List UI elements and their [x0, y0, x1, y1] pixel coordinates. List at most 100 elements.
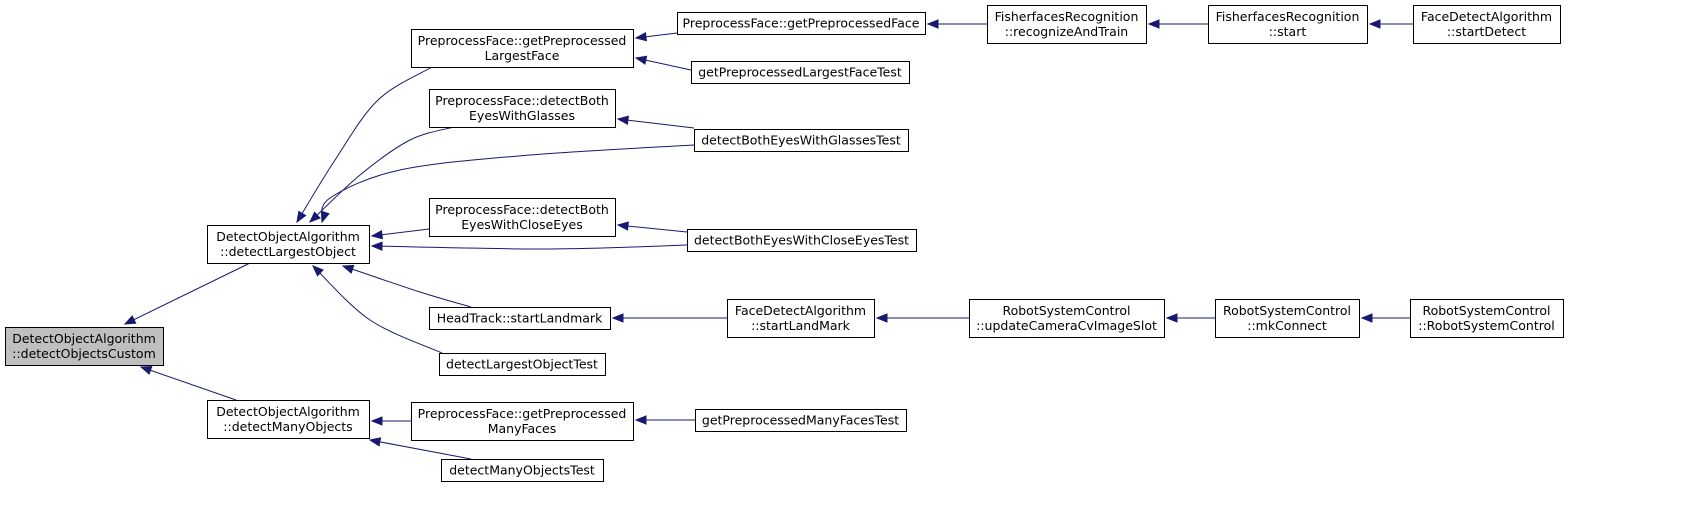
- node-label-line: PreprocessFace::getPreprocessedFace: [683, 16, 920, 31]
- node-preprocessface-getpreprocessedlargestface[interactable]: PreprocessFace::getPreprocessedLargestFa…: [411, 29, 634, 68]
- node-box: [727, 299, 875, 338]
- arrowhead: [368, 437, 382, 447]
- node-label-line: getPreprocessedManyFacesTest: [702, 413, 899, 428]
- node-detectbotheyeswithglassestest[interactable]: detectBothEyesWithGlassesTest: [694, 129, 909, 152]
- node-box: [987, 5, 1147, 44]
- arrowhead: [1360, 313, 1373, 323]
- edge-n3-to-n1: [296, 66, 433, 224]
- node-detectmanyobjectstest[interactable]: detectManyObjectsTest: [441, 459, 604, 482]
- node-box: [691, 61, 910, 84]
- node-preprocessface-getpreprocessedmanyfaces[interactable]: PreprocessFace::getPreprocessedManyFaces: [411, 402, 634, 441]
- node-box: [429, 198, 616, 237]
- node-detectobjectalgorithm-detectmanyobjects[interactable]: DetectObjectAlgorithm::detectManyObjects: [207, 400, 370, 439]
- edge-n21-to-n19: [1360, 313, 1410, 323]
- node-label-line: EyesWithCloseEyes: [461, 217, 582, 232]
- node-label-line: HeadTrack::startLandmark: [437, 311, 603, 326]
- arrowhead: [320, 210, 330, 224]
- node-facedetectalgorithm-startdetect[interactable]: FaceDetectAlgorithm::startDetect: [1413, 5, 1561, 44]
- arrowhead: [616, 221, 629, 231]
- edge-n7-to-n1: [312, 265, 443, 354]
- node-label-line: PreprocessFace::getPreprocessed: [418, 406, 627, 421]
- node-label-line: ::startDetect: [1447, 24, 1526, 39]
- node-preprocessface-detectbotheyeswithglasses[interactable]: PreprocessFace::detectBothEyesWithGlasse…: [429, 89, 616, 128]
- node-robotsystemcontrol-updatecameracvimageslot[interactable]: RobotSystemControl::updateCameraCvImageS…: [969, 299, 1165, 338]
- arrowhead: [1147, 19, 1160, 29]
- arrowhead: [1165, 313, 1178, 323]
- node-fisherfacesrecognition-recognizeandtrain[interactable]: FisherfacesRecognition::recognizeAndTrai…: [987, 5, 1147, 44]
- node-box: [1215, 299, 1360, 338]
- edge-n9-to-n2: [368, 437, 472, 460]
- node-getpreprocessedmanyfacestest[interactable]: getPreprocessedManyFacesTest: [695, 409, 907, 432]
- node-preprocessface-getpreprocessedface[interactable]: PreprocessFace::getPreprocessedFace: [677, 12, 926, 35]
- node-detectlargestobjecttest[interactable]: detectLargestObjectTest: [439, 353, 606, 376]
- node-label-line: FisherfacesRecognition: [1216, 9, 1360, 24]
- node-fisherfacesrecognition-start[interactable]: FisherfacesRecognition::start: [1208, 5, 1368, 44]
- edge-line: [371, 244, 688, 250]
- node-headtrack-startlandmark[interactable]: HeadTrack::startLandmark: [429, 307, 611, 330]
- node-label-line: getPreprocessedLargestFaceTest: [698, 65, 902, 80]
- arrowhead: [296, 210, 307, 224]
- node-label-line: PreprocessFace::getPreprocessed: [418, 33, 627, 48]
- node-label-line: ::mkConnect: [1247, 318, 1327, 333]
- arrowhead: [611, 313, 624, 323]
- node-label-line: DetectObjectAlgorithm: [12, 331, 156, 346]
- node-label-line: detectBothEyesWithCloseEyesTest: [694, 233, 909, 248]
- edge-n4-to-n1: [309, 126, 455, 223]
- node-label-line: RobotSystemControl: [1223, 303, 1351, 318]
- node-label-line: DetectObjectAlgorithm: [216, 404, 360, 419]
- node-box: [207, 225, 370, 264]
- node-detectobjectalgorithm-detectobjectscustom[interactable]: DetectObjectAlgorithm::detectObjectsCust…: [5, 327, 164, 366]
- node-detectobjectalgorithm-detectlargestobject[interactable]: DetectObjectAlgorithm::detectLargestObje…: [207, 225, 370, 264]
- node-getpreprocessedlargestfacetest[interactable]: getPreprocessedLargestFaceTest: [691, 61, 910, 84]
- arrowhead: [1368, 19, 1381, 29]
- node-label-line: ::startLandMark: [751, 318, 851, 333]
- node-box: [5, 327, 164, 366]
- node-box: [411, 402, 634, 441]
- node-robotsystemcontrol-robotsystemcontrol[interactable]: RobotSystemControl::RobotSystemControl: [1410, 299, 1564, 338]
- edge-n2-to-n0: [139, 365, 237, 401]
- node-robotsystemcontrol-mkconnect[interactable]: RobotSystemControl::mkConnect: [1215, 299, 1360, 338]
- node-label-line: FaceDetectAlgorithm: [1421, 9, 1552, 24]
- edge-n17-to-n14: [875, 313, 969, 323]
- edge-line: [296, 66, 433, 223]
- node-label-line: ::detectLargestObject: [220, 244, 356, 259]
- edge-line: [617, 118, 695, 129]
- node-box: [695, 409, 907, 432]
- node-label-line: ManyFaces: [488, 421, 557, 436]
- arrowhead: [616, 115, 629, 125]
- node-label-line: detectLargestObjectTest: [446, 357, 598, 372]
- node-box: [1413, 5, 1561, 44]
- node-label-line: ::RobotSystemControl: [1418, 318, 1554, 333]
- node-label-line: detectManyObjectsTest: [449, 463, 595, 478]
- node-label-line: RobotSystemControl: [1002, 303, 1130, 318]
- node-label-line: EyesWithGlasses: [469, 108, 575, 123]
- edge-line: [617, 224, 688, 233]
- node-facedetectalgorithm-startlandmark[interactable]: FaceDetectAlgorithm::startLandMark: [727, 299, 875, 338]
- node-label-line: ::recognizeAndTrain: [1005, 24, 1128, 39]
- node-box: [1410, 299, 1564, 338]
- arrowhead: [370, 416, 383, 426]
- edge-n16-to-n10: [926, 19, 987, 29]
- arrowhead: [634, 55, 648, 65]
- edge-line: [369, 439, 472, 460]
- node-label-line: ::detectManyObjects: [223, 419, 352, 434]
- edge-n11-to-n3: [634, 55, 692, 71]
- node-box: [694, 129, 909, 152]
- node-box: [439, 353, 606, 376]
- edge-line: [312, 265, 443, 354]
- arrowhead: [341, 264, 355, 274]
- node-preprocessface-detectbotheyeswithcloseeyes[interactable]: PreprocessFace::detectBothEyesWithCloseE…: [429, 198, 616, 237]
- edge-n5-to-n1: [370, 228, 430, 240]
- node-box: [429, 89, 616, 128]
- edge-line: [140, 366, 237, 401]
- arrowhead: [123, 315, 137, 325]
- node-detectbotheyeswithcloseeyestest[interactable]: detectBothEyesWithCloseEyesTest: [687, 229, 917, 252]
- node-label-line: PreprocessFace::detectBoth: [435, 93, 609, 108]
- edge-n12-to-n1: [320, 144, 695, 224]
- edge-n18-to-n16: [1147, 19, 1208, 29]
- edge-n13-to-n5: [616, 221, 688, 233]
- edge-n10-to-n3: [634, 32, 678, 42]
- edge-line: [124, 262, 251, 325]
- edge-line: [321, 144, 695, 223]
- arrowhead: [139, 365, 153, 375]
